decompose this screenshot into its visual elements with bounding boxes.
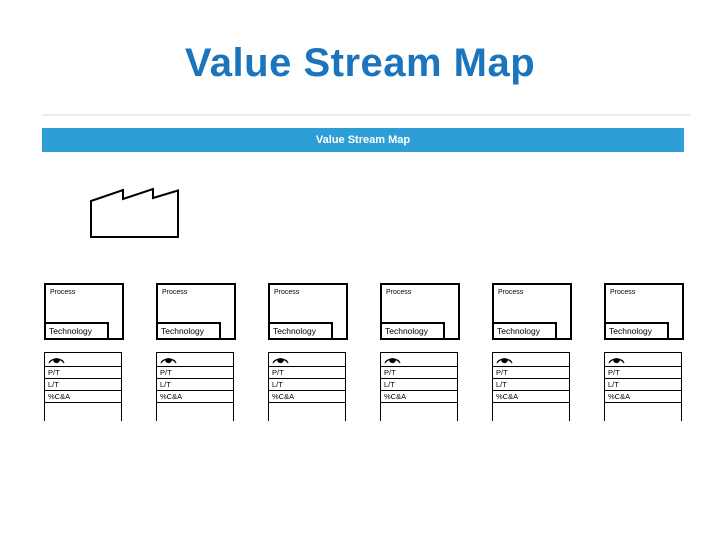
eye-icon bbox=[608, 356, 625, 364]
technology-box: Technology bbox=[156, 322, 221, 340]
process-column: Process Technology P/T L/T bbox=[492, 283, 572, 421]
metric-label: %C&A bbox=[496, 392, 519, 401]
eye-icon bbox=[384, 356, 401, 364]
metrics-row-pt: P/T bbox=[381, 367, 457, 379]
eye-icon bbox=[48, 356, 65, 364]
section-banner-label: Value Stream Map bbox=[315, 134, 411, 146]
metrics-row-ca: %C&A bbox=[45, 391, 121, 403]
metrics-row-lt: L/T bbox=[45, 379, 121, 391]
technology-box: Technology bbox=[492, 322, 557, 340]
metrics-row-empty bbox=[381, 403, 457, 421]
metrics-row-lt: L/T bbox=[605, 379, 681, 391]
metrics-row-eye bbox=[157, 353, 233, 367]
process-box: Process Technology bbox=[604, 283, 684, 340]
metric-label: P/T bbox=[160, 368, 172, 377]
metric-label: L/T bbox=[608, 380, 619, 389]
metrics-row-eye bbox=[381, 353, 457, 367]
process-box-label: Process bbox=[386, 289, 412, 296]
metrics-table: P/T L/T %C&A bbox=[44, 352, 122, 421]
technology-box: Technology bbox=[380, 322, 445, 340]
metrics-row-lt: L/T bbox=[381, 379, 457, 391]
metrics-table: P/T L/T %C&A bbox=[604, 352, 682, 421]
technology-box-label: Technology bbox=[49, 326, 93, 336]
eye-icon bbox=[496, 356, 513, 364]
eye-icon bbox=[272, 356, 289, 364]
metrics-row-eye bbox=[45, 353, 121, 367]
process-box-label: Process bbox=[162, 289, 188, 296]
metrics-row-empty bbox=[269, 403, 345, 421]
metric-label: P/T bbox=[608, 368, 620, 377]
metric-label: L/T bbox=[272, 380, 283, 389]
technology-box-label: Technology bbox=[273, 326, 317, 336]
factory-icon bbox=[90, 187, 179, 238]
metrics-row-pt: P/T bbox=[269, 367, 345, 379]
metrics-table: P/T L/T %C&A bbox=[380, 352, 458, 421]
technology-box: Technology bbox=[44, 322, 109, 340]
process-box: Process Technology bbox=[380, 283, 460, 340]
metrics-row-ca: %C&A bbox=[493, 391, 569, 403]
metric-label: P/T bbox=[48, 368, 60, 377]
metric-label: %C&A bbox=[160, 392, 183, 401]
process-column: Process Technology P/T L/T bbox=[44, 283, 124, 421]
process-box-label: Process bbox=[50, 289, 76, 296]
process-box: Process Technology bbox=[156, 283, 236, 340]
placeholder-divider bbox=[42, 114, 690, 116]
metrics-row-empty bbox=[605, 403, 681, 421]
metric-label: L/T bbox=[384, 380, 395, 389]
metric-label: L/T bbox=[48, 380, 59, 389]
process-column: Process Technology P/T L/T bbox=[268, 283, 348, 421]
metric-label: P/T bbox=[272, 368, 284, 377]
metrics-row-pt: P/T bbox=[493, 367, 569, 379]
process-columns: Process Technology P/T L/T bbox=[44, 283, 684, 421]
metrics-row-empty bbox=[157, 403, 233, 421]
section-banner: Value Stream Map bbox=[42, 128, 684, 152]
metrics-row-ca: %C&A bbox=[269, 391, 345, 403]
process-column: Process Technology P/T L/T bbox=[156, 283, 236, 421]
technology-box: Technology bbox=[268, 322, 333, 340]
metrics-row-empty bbox=[45, 403, 121, 421]
metrics-row-empty bbox=[493, 403, 569, 421]
eye-icon bbox=[160, 356, 177, 364]
metrics-row-eye bbox=[605, 353, 681, 367]
process-box-label: Process bbox=[274, 289, 300, 296]
technology-box-label: Technology bbox=[497, 326, 541, 336]
metrics-row-ca: %C&A bbox=[157, 391, 233, 403]
page-title: Value Stream Map bbox=[184, 41, 536, 85]
metrics-row-lt: L/T bbox=[157, 379, 233, 391]
metrics-table: P/T L/T %C&A bbox=[492, 352, 570, 421]
process-column: Process Technology P/T L/T bbox=[380, 283, 460, 421]
technology-box: Technology bbox=[604, 322, 669, 340]
process-box: Process Technology bbox=[268, 283, 348, 340]
metric-label: %C&A bbox=[608, 392, 631, 401]
metric-label: %C&A bbox=[272, 392, 295, 401]
process-column: Process Technology P/T L/T bbox=[604, 283, 684, 421]
metrics-row-eye bbox=[493, 353, 569, 367]
metric-label: P/T bbox=[496, 368, 508, 377]
metrics-row-pt: P/T bbox=[605, 367, 681, 379]
technology-box-label: Technology bbox=[609, 326, 653, 336]
metrics-row-eye bbox=[269, 353, 345, 367]
metric-label: %C&A bbox=[48, 392, 71, 401]
metrics-row-pt: P/T bbox=[45, 367, 121, 379]
metrics-table: P/T L/T %C&A bbox=[156, 352, 234, 421]
process-box: Process Technology bbox=[44, 283, 124, 340]
metric-label: L/T bbox=[496, 380, 507, 389]
metric-label: P/T bbox=[384, 368, 396, 377]
metrics-row-ca: %C&A bbox=[381, 391, 457, 403]
technology-box-label: Technology bbox=[161, 326, 205, 336]
metrics-row-pt: P/T bbox=[157, 367, 233, 379]
technology-box-label: Technology bbox=[385, 326, 429, 336]
process-box: Process Technology bbox=[492, 283, 572, 340]
metric-label: %C&A bbox=[384, 392, 407, 401]
metrics-row-lt: L/T bbox=[269, 379, 345, 391]
metric-label: L/T bbox=[160, 380, 171, 389]
process-box-label: Process bbox=[498, 289, 524, 296]
metrics-row-lt: L/T bbox=[493, 379, 569, 391]
process-box-label: Process bbox=[610, 289, 636, 296]
metrics-row-ca: %C&A bbox=[605, 391, 681, 403]
metrics-table: P/T L/T %C&A bbox=[268, 352, 346, 421]
